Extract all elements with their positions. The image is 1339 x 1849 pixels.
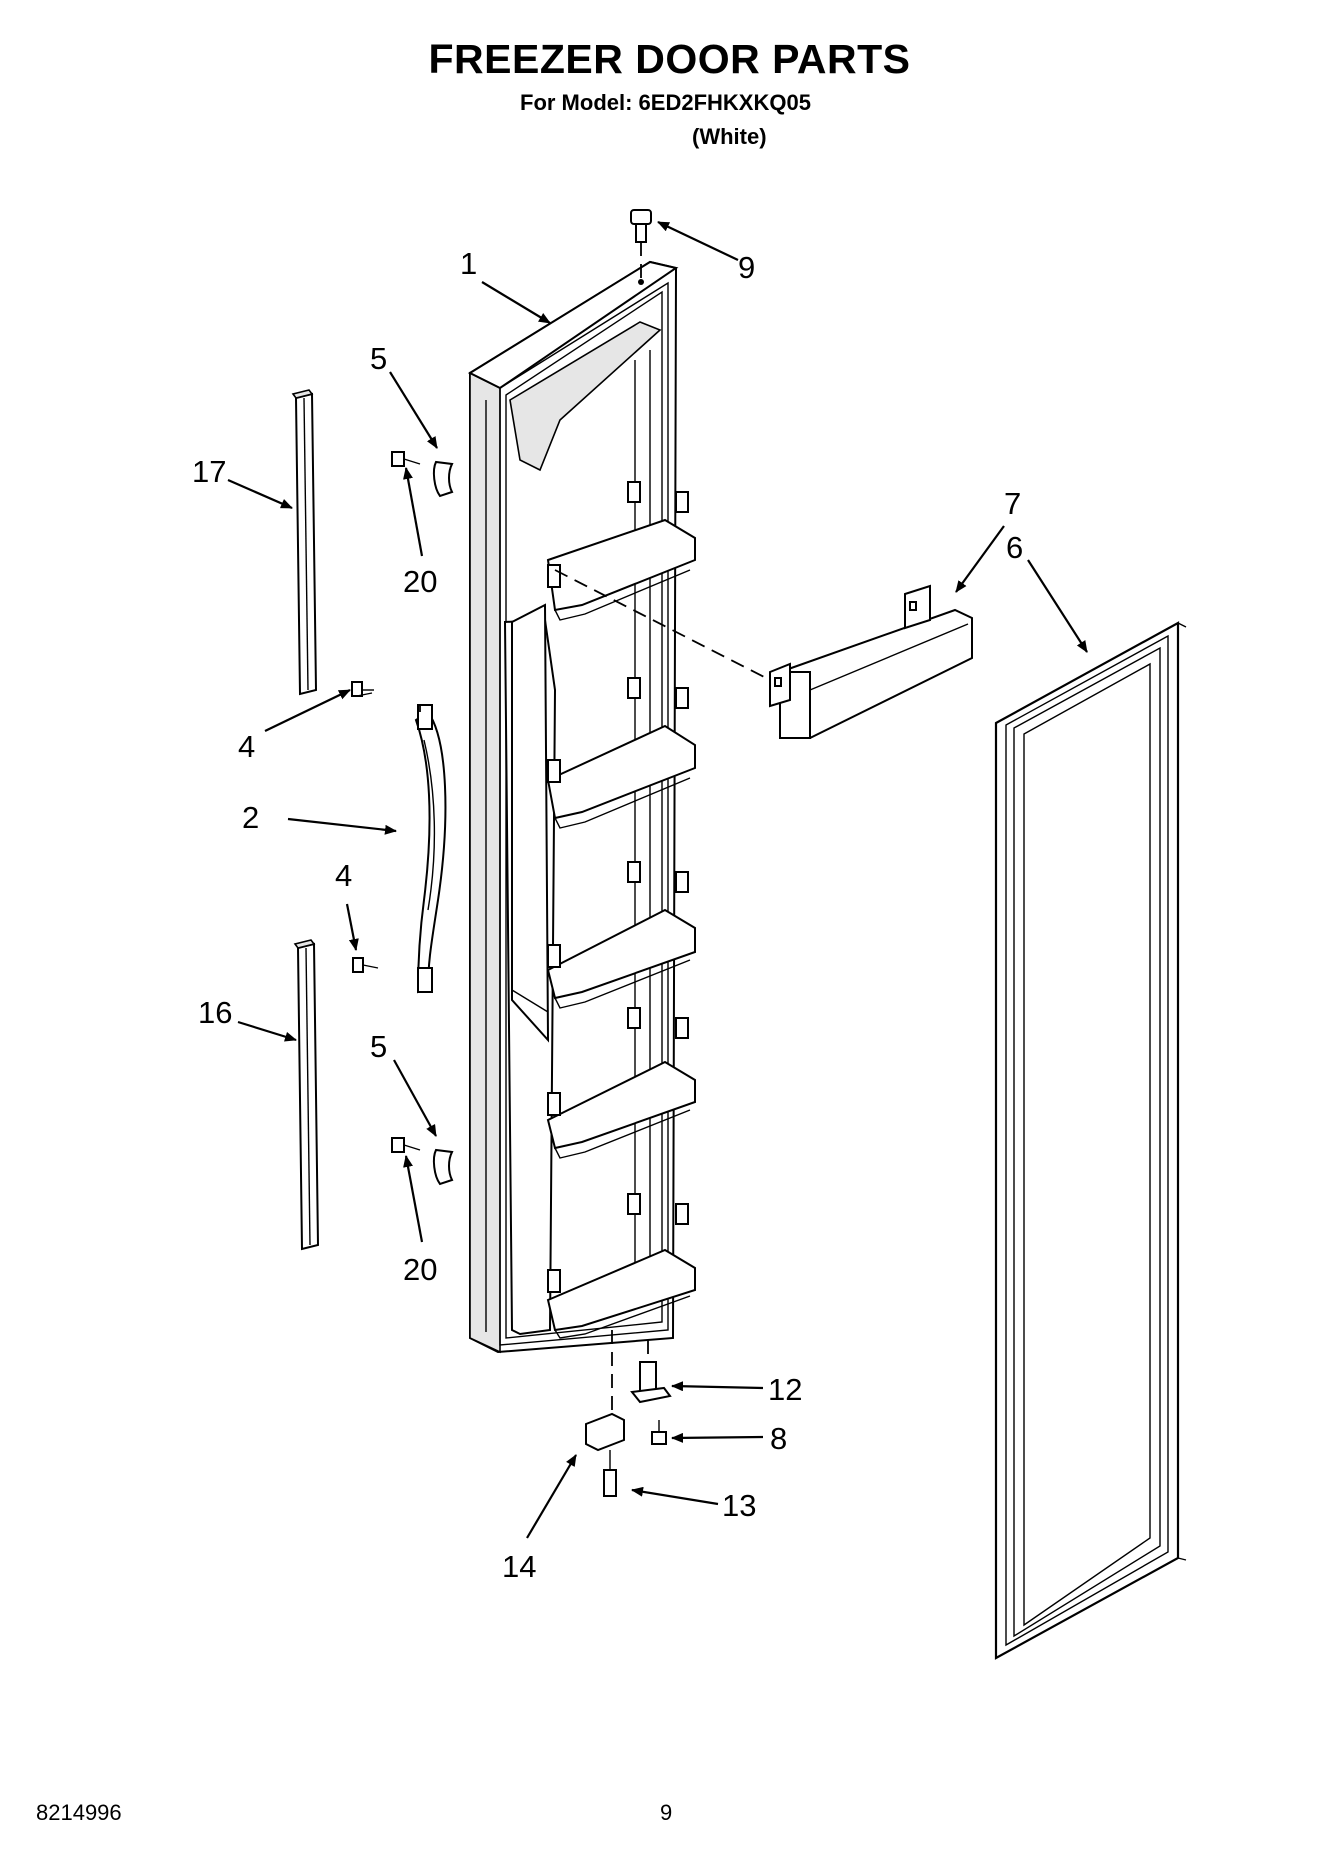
callout-9-leader [657, 221, 739, 261]
variant-label: (White) [692, 124, 767, 149]
door-bin-7-part [769, 584, 973, 739]
callout-13-leader [631, 1486, 719, 1506]
handle-screw-lower [352, 957, 379, 973]
callout-8-leader [671, 1432, 764, 1443]
callout-20-lower: 20 [403, 1252, 437, 1287]
model-line: For Model: 6ED2FHKXKQ05 [520, 90, 811, 115]
callout-14-leader [526, 1454, 577, 1539]
callout-12-leader [671, 1381, 764, 1392]
door-shelf-5 [546, 1193, 696, 1339]
callout-9: 9 [738, 250, 755, 285]
callout-16: 16 [198, 995, 232, 1030]
callout-12: 12 [768, 1372, 802, 1407]
door-shelf-1 [546, 481, 696, 621]
callout-20-lower-leader [403, 1155, 424, 1243]
callout-6-leader [1027, 559, 1088, 653]
handle-screw-upper [351, 681, 374, 697]
callout-7: 7 [1004, 486, 1021, 521]
callout-1: 1 [460, 246, 477, 281]
callout-1-leader [481, 281, 551, 324]
door-shelf-2 [546, 677, 696, 829]
callout-5-lower: 5 [370, 1029, 387, 1064]
callout-20-upper: 20 [403, 564, 437, 599]
callout-4-upper-leader [264, 689, 351, 732]
callout-17-leader [227, 478, 293, 510]
bushing-14-part [585, 1330, 625, 1452]
callout-5-upper-leader [389, 371, 438, 449]
callout-5-lower-leader [393, 1059, 437, 1137]
trim-clip-lower [391, 1137, 454, 1186]
door-gasket-6-part [994, 621, 1187, 1660]
hinge-pin-9-part [630, 209, 652, 280]
page-title: FREEZER DOOR PARTS [428, 36, 911, 82]
callout-2-leader [287, 817, 397, 835]
callout-13: 13 [722, 1488, 756, 1523]
hinge-screw-8-part [651, 1420, 667, 1445]
handle-trim-17-part [291, 389, 318, 696]
screw-13-part [603, 1450, 617, 1497]
callout-14: 14 [502, 1549, 536, 1584]
callout-4-lower-leader [345, 903, 359, 951]
freezer-door-part [467, 260, 696, 1354]
bin-assembly-line [554, 569, 771, 681]
callout-5-upper: 5 [370, 341, 387, 376]
callout-7-leader [955, 525, 1005, 593]
page-number: 9 [660, 1800, 673, 1825]
door-shelf-4 [546, 1007, 696, 1159]
handle-trim-16-part [293, 939, 320, 1251]
hinge-bracket-12-part [630, 1340, 672, 1404]
trim-clip-upper [391, 451, 454, 498]
door-handle-part [414, 704, 447, 994]
callout-4-upper: 4 [238, 729, 255, 764]
callout-20-upper-leader [403, 467, 424, 557]
callout-8: 8 [770, 1421, 787, 1456]
callout-16-leader [237, 1020, 297, 1042]
callout-17: 17 [192, 454, 226, 489]
door-shelf-3 [546, 861, 696, 1009]
callout-4-lower: 4 [335, 858, 352, 893]
callout-2: 2 [242, 800, 259, 835]
document-number: 8214996 [36, 1800, 122, 1825]
callout-6: 6 [1006, 530, 1023, 565]
